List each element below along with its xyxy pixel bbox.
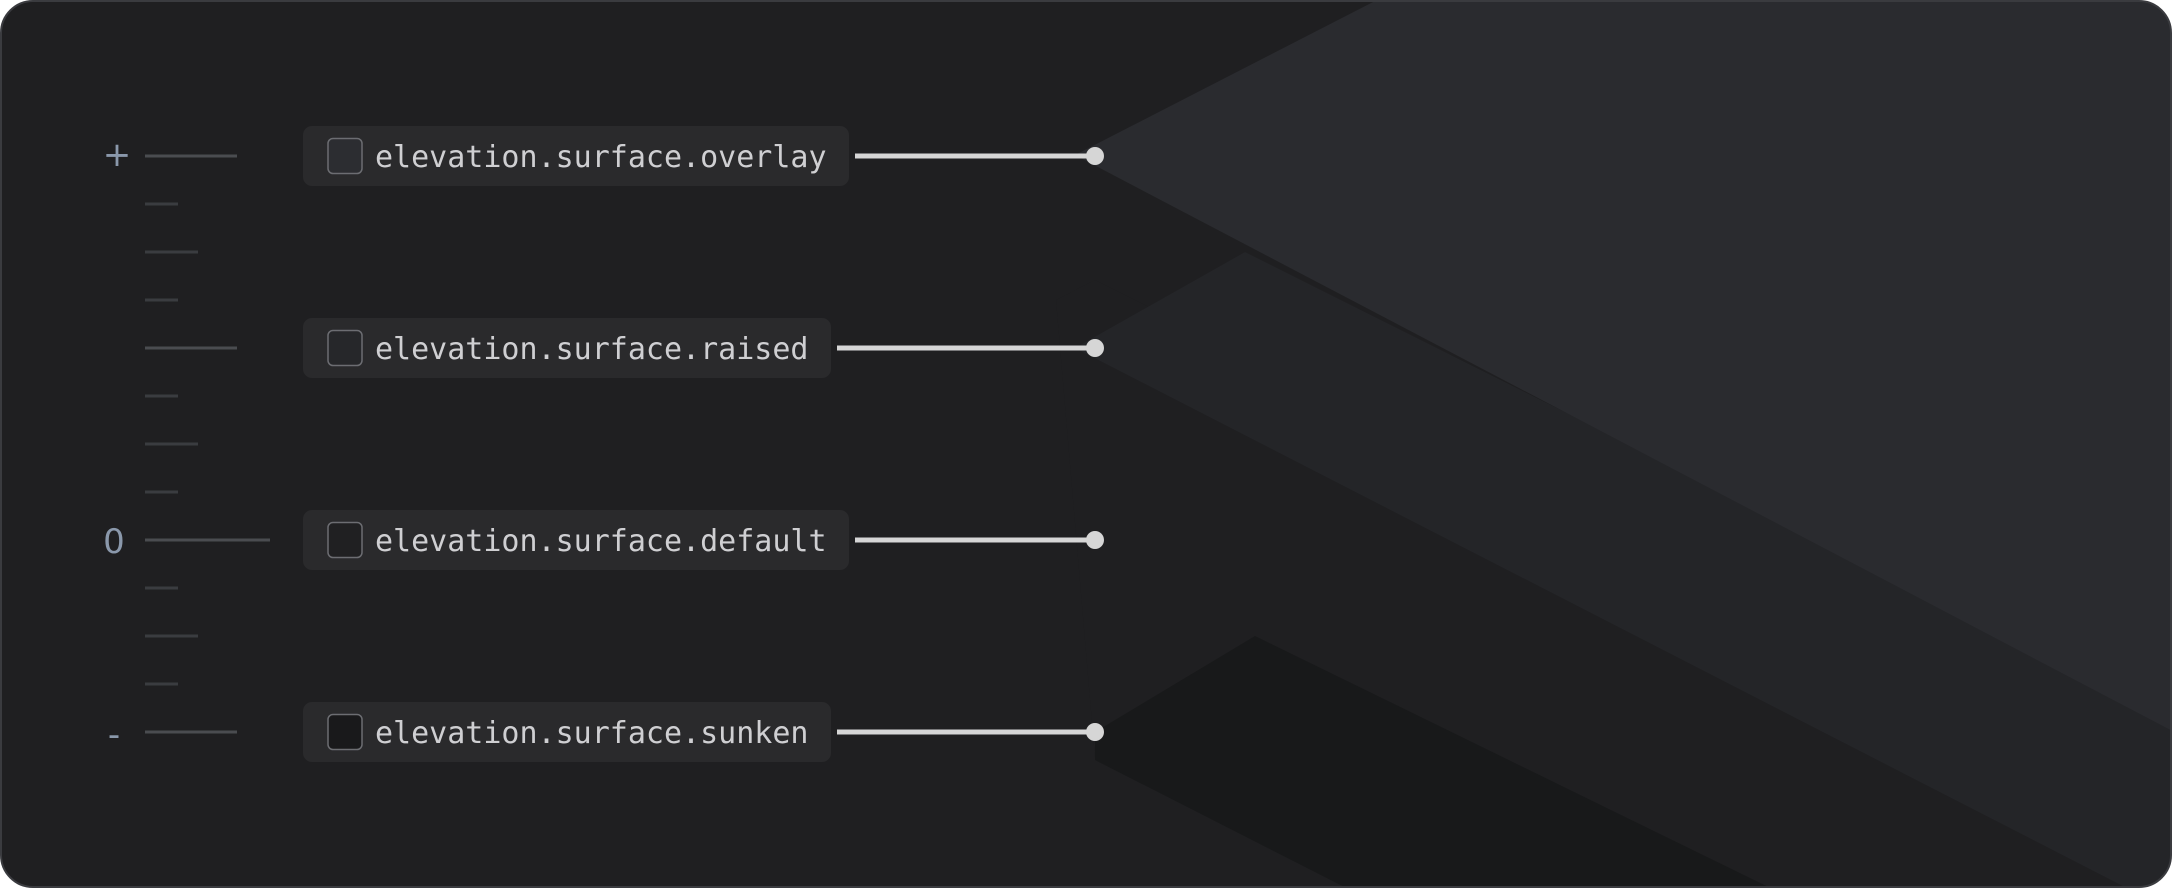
token-chip-background — [303, 702, 831, 762]
connector-dot-default — [1086, 531, 1104, 549]
plane-overlay — [1075, 1, 2171, 735]
token-chip-default[interactable]: elevation.surface.default — [303, 510, 1104, 570]
token-chip-sunken[interactable]: elevation.surface.sunken — [303, 702, 1104, 762]
connector-dot-raised — [1086, 339, 1104, 357]
scale-label-minus: - — [108, 715, 120, 755]
elevation-planes — [1056, 1, 2171, 887]
token-label-sunken: elevation.surface.sunken — [375, 716, 808, 751]
plane-raised — [1075, 252, 2171, 887]
scale-label-zero: 0 — [103, 522, 125, 562]
token-chip-background — [303, 510, 849, 570]
token-label-default: elevation.surface.default — [375, 524, 827, 559]
elevation-scale: + 0 - — [103, 135, 270, 755]
token-chip-background — [303, 126, 849, 186]
token-chip-background — [303, 318, 831, 378]
color-swatch-icon — [327, 713, 363, 751]
token-chip-overlay[interactable]: elevation.surface.overlay — [303, 126, 1104, 186]
connector-dot-sunken — [1086, 723, 1104, 741]
plane-sunken — [1095, 636, 1795, 887]
token-label-raised: elevation.surface.raised — [375, 332, 808, 367]
connector-dot-overlay — [1086, 147, 1104, 165]
color-swatch-icon — [327, 329, 363, 367]
color-swatch-icon — [327, 137, 363, 175]
token-label-overlay: elevation.surface.overlay — [375, 140, 827, 175]
scale-label-plus: + — [103, 135, 132, 175]
token-chip-raised[interactable]: elevation.surface.raised — [303, 318, 1104, 378]
color-swatch-icon — [327, 521, 363, 559]
